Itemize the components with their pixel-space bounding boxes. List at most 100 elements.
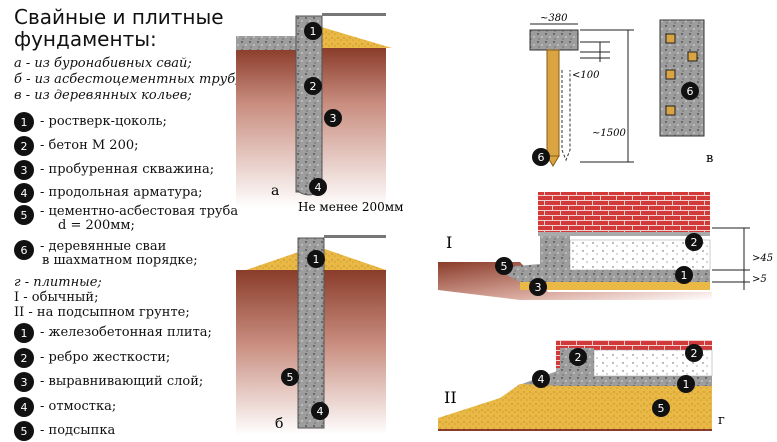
marker-1-num: 1	[681, 269, 688, 282]
legend-slab-item: 1 - железобетонная плита;	[14, 322, 212, 344]
pipe-pile	[297, 237, 325, 429]
dim-5: >5	[752, 274, 767, 285]
legend-pile-item: 1 - ростверк-цоколь;	[14, 111, 167, 133]
dim-100: <100	[572, 70, 600, 81]
dim-lines	[580, 41, 610, 62]
legend-text: - бетон М 200;	[40, 138, 139, 153]
marker-6	[532, 148, 550, 166]
marker-3: 3	[14, 160, 34, 180]
backfill	[318, 26, 392, 48]
marker-5: 5	[14, 421, 34, 441]
marker-2	[685, 233, 703, 251]
marker-1-num: 1	[313, 253, 320, 266]
title-line-1: Свайные и плитные	[14, 5, 224, 29]
marker-3-num: 3	[330, 112, 337, 125]
grillage	[529, 29, 579, 51]
dim-lines	[712, 227, 750, 290]
drawing-g-slab-on-fill: 2 2 4 1 5 II г	[438, 340, 725, 431]
label-a: а	[271, 183, 279, 199]
marker-4-num: 4	[315, 181, 322, 194]
marker-6: 6	[14, 240, 34, 260]
stake-plan	[665, 105, 676, 116]
legend-text: - цементно-асбестовая труба	[40, 204, 239, 219]
marker-2: 2	[14, 136, 34, 156]
marker-4: 4	[14, 397, 34, 417]
marker-4	[311, 402, 329, 420]
marker-5: 5	[14, 205, 34, 225]
legend-text: - железобетонная плита;	[40, 325, 212, 340]
marker-4	[532, 370, 550, 388]
marker-2	[569, 348, 587, 366]
legend-text-2: в шахматном порядке;	[42, 253, 198, 268]
marker-3: 3	[14, 372, 34, 392]
marker-2-num: 2	[691, 236, 698, 249]
marker-1	[675, 266, 693, 284]
marker-5	[495, 257, 513, 275]
brick-wall	[538, 192, 710, 234]
dim-1500: ~1500	[592, 128, 626, 139]
rc-slab	[560, 376, 712, 386]
marker-5	[281, 368, 299, 386]
legend-text: - выравнивающий слой;	[40, 374, 204, 389]
marker-4: 4	[14, 183, 34, 203]
legend-text: - ребро жесткости;	[40, 350, 171, 365]
legend-slab-item: 5 - подсыпка	[14, 420, 115, 442]
marker-2	[304, 77, 322, 95]
legend-text: - подсыпка	[40, 423, 116, 438]
marker-1-num: 1	[310, 25, 317, 38]
legend-text-block: - деревянные сваи в шахматном порядке;	[40, 240, 198, 268]
marker-2-num: 2	[310, 80, 317, 93]
subtitle-b: б - из асбестоцементных труб;	[14, 72, 240, 87]
marker-6	[681, 82, 699, 100]
rc-slab	[540, 270, 710, 282]
stake-plan	[665, 69, 676, 80]
hidden-stake	[561, 70, 571, 162]
marker-1: 1	[14, 112, 34, 132]
drawing-g-slab-ordinary: >45 >5 2 1 5 3 I	[438, 192, 773, 300]
label-v: в	[706, 151, 713, 166]
marker-5-num: 5	[287, 371, 294, 384]
marker-6-num: 6	[538, 151, 545, 164]
fill-soil	[438, 384, 712, 430]
marker-1	[307, 250, 325, 268]
stake-tip	[546, 155, 560, 167]
legend-text: - ростверк-цоколь;	[40, 114, 167, 129]
legend-slab-item: 2 - ребро жесткости;	[14, 347, 170, 369]
legend-pile-item: 3 - пробуренная скважина;	[14, 159, 214, 181]
dim-lines	[580, 29, 634, 163]
marker-1-num: 1	[683, 378, 690, 391]
legend-text-2: d = 200мм;	[58, 218, 135, 233]
marker-2-num: 2	[691, 347, 698, 360]
marker-4	[309, 178, 327, 196]
drawing-b-pipe-pile: 1 5 4 б	[236, 235, 386, 435]
subtitle-v: в - из деревянных кольев;	[14, 88, 192, 103]
legend-text: - отмостка;	[40, 399, 117, 414]
marker-5	[652, 399, 670, 417]
legend-pile-item: 5 - цементно-асбестовая труба d = 200мм;	[14, 205, 238, 239]
marker-1	[304, 22, 322, 40]
legend-slab-item: 4 - отмостка;	[14, 396, 116, 418]
legend-text: - деревянные сваи	[40, 239, 167, 254]
dim-380: ~380	[540, 13, 568, 24]
legend-pile-item: 4 - продольная арматура;	[14, 182, 202, 204]
drawing-v-wooden-stakes: ~380 <100 ~1500 6 6 в	[529, 13, 713, 167]
legend-text-block: - цементно-асбестовая труба d = 200мм;	[40, 205, 238, 233]
stake-plan	[665, 33, 676, 44]
marker-2: 2	[14, 348, 34, 368]
subtitle-g: г - плитные;	[14, 275, 102, 290]
page-title: Свайные и плитные фундаменты:	[14, 6, 224, 50]
marker-2-num: 2	[575, 351, 582, 364]
marker-1	[677, 375, 695, 393]
marker-5-num: 5	[501, 260, 508, 273]
marker-5-num: 5	[658, 402, 665, 415]
drawing-a-bored-pile: 1 2 3 4 а Не менее 200мм	[236, 13, 403, 214]
marker-4-num: 4	[538, 373, 545, 386]
label-b: б	[275, 416, 283, 432]
marker-4-num: 4	[317, 405, 324, 418]
marker-3-num: 3	[535, 281, 542, 294]
marker-2	[685, 344, 703, 362]
marker-6-num: 6	[687, 85, 694, 98]
min-depth-label: Не менее 200мм	[298, 200, 403, 214]
label-roman-1: I	[446, 233, 452, 252]
